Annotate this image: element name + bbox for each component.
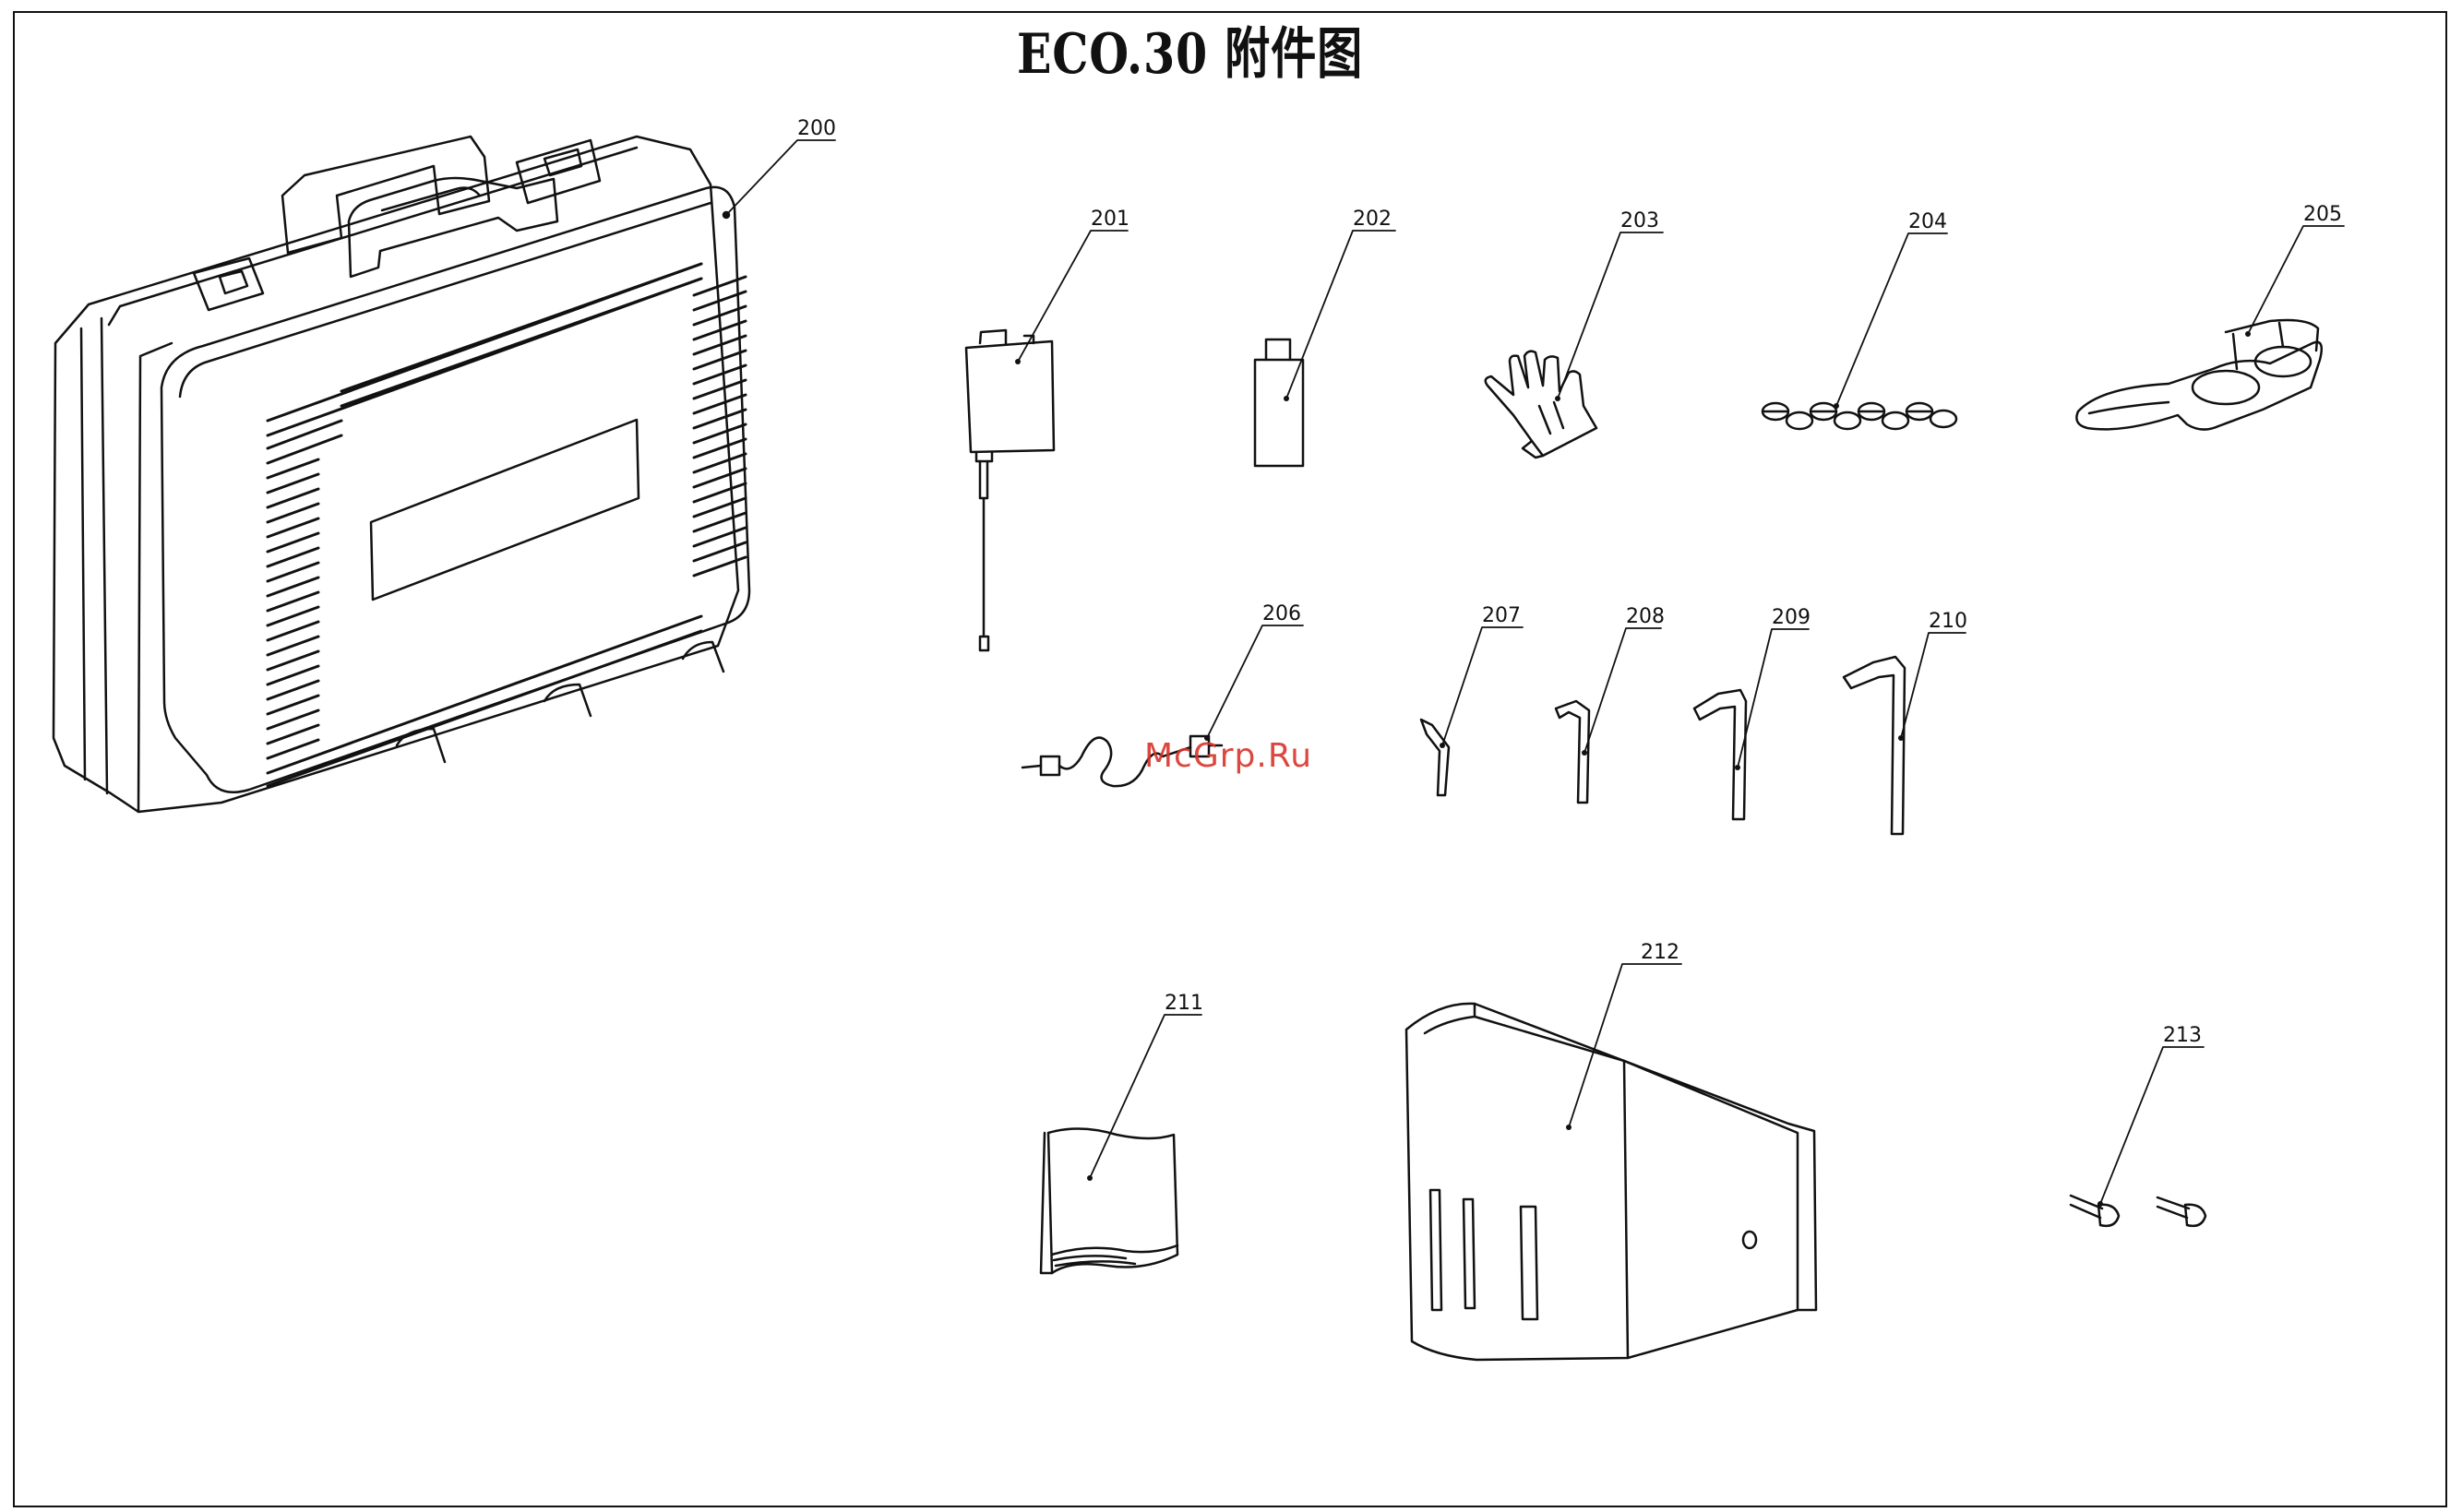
hex-key-icon: [1694, 690, 1746, 819]
leader-200: [726, 140, 835, 215]
screw-icon: [2071, 1196, 2205, 1226]
part-label-210: 210: [1929, 610, 1967, 633]
leader-203: [1558, 232, 1663, 399]
oil-bottle-hose-icon: [966, 330, 1054, 650]
guard-plate-icon: [1406, 1004, 1816, 1360]
part-label-211: 211: [1165, 992, 1203, 1015]
bottle-icon: [1255, 339, 1303, 466]
leader-207: [1442, 627, 1523, 745]
part-label-201: 201: [1091, 208, 1129, 231]
part-label-208: 208: [1626, 605, 1665, 628]
part-labels: 200 201 202 203 204 205 206 207 208 209 …: [797, 117, 2342, 1047]
leader-210: [1901, 633, 1966, 738]
part-label-206: 206: [1262, 602, 1301, 625]
leader-209: [1738, 629, 1809, 768]
chain-icon: [1763, 403, 1956, 429]
part-label-205: 205: [2303, 203, 2342, 226]
leader-208: [1584, 628, 1661, 753]
part-label-212: 212: [1641, 941, 1679, 964]
part-label-207: 207: [1482, 604, 1521, 627]
leader-213: [2100, 1047, 2204, 1204]
leader-204: [1836, 233, 1947, 406]
part-label-204: 204: [1908, 210, 1947, 233]
hex-key-icon: [1421, 720, 1449, 795]
leader-211: [1090, 1015, 1201, 1178]
folded-cloth-icon: [1041, 1128, 1177, 1273]
part-label-202: 202: [1353, 208, 1392, 231]
part-label-209: 209: [1772, 606, 1811, 629]
carry-case-icon: [54, 137, 749, 812]
watermark: McGrp.Ru: [1144, 737, 1312, 775]
part-label-213: 213: [2163, 1024, 2202, 1047]
leader-206: [1207, 625, 1303, 738]
part-label-200: 200: [797, 117, 836, 140]
clamp-icon: [2076, 320, 2321, 430]
glove-icon: [1486, 351, 1596, 458]
leader-205: [2248, 226, 2344, 334]
hex-key-icon: [1844, 657, 1905, 834]
part-label-203: 203: [1620, 209, 1659, 232]
